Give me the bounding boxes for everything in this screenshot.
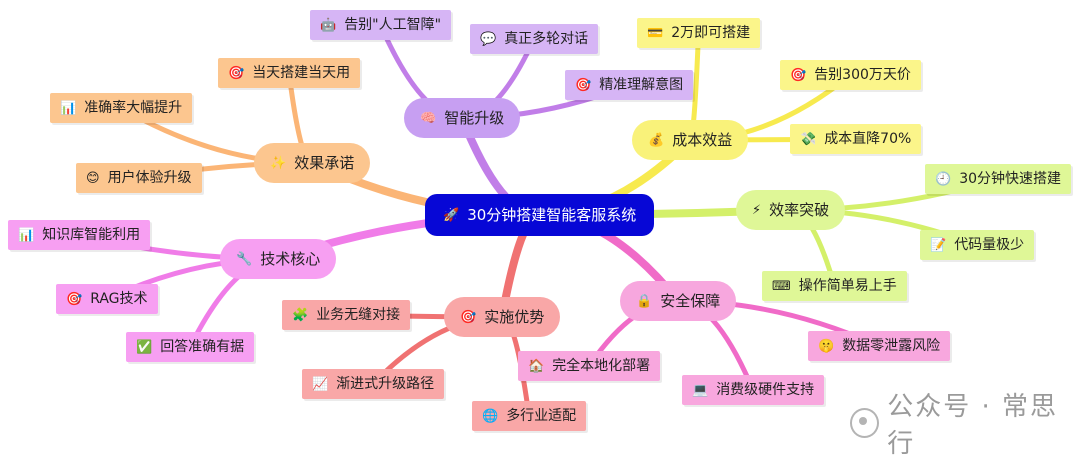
- leaf-multi-industry[interactable]: 🌐 多行业适配: [472, 401, 587, 431]
- leaf-label: 业务无缝对接: [316, 307, 401, 323]
- leaf-multi-turn-dialog[interactable]: 💬 真正多轮对话: [470, 24, 599, 54]
- leaf-zero-data-leak[interactable]: 🤫 数据零泄露风险: [808, 331, 951, 361]
- watermark-label: 公众号 · 常思行: [887, 392, 1059, 459]
- puzzle-icon: 🧩: [292, 307, 309, 323]
- leaf-label: 多行业适配: [506, 408, 577, 424]
- bar-chart-icon: 📊: [60, 100, 77, 116]
- target-icon: 🎯: [66, 291, 83, 307]
- memo-icon: 📝: [930, 237, 947, 253]
- star-icon: ✨: [270, 155, 287, 171]
- brain-icon: 🧠: [420, 110, 437, 126]
- keyboard-icon: ⌨: [772, 278, 791, 294]
- leaf-label: 操作简单易上手: [798, 278, 897, 294]
- branch-cost-benefit[interactable]: 💰 成本效益: [632, 120, 749, 160]
- bar-chart-icon: 📊: [18, 227, 35, 243]
- leaf-intent-understanding[interactable]: 🎯 精准理解意图: [565, 70, 694, 100]
- clock-icon: 🕘: [935, 171, 952, 187]
- leaf-label: 代码量极少: [954, 237, 1025, 253]
- leaf-cost-down-70[interactable]: 💸 成本直降70%: [790, 124, 922, 154]
- wechat-official-icon: [850, 408, 880, 438]
- branch-label: 效率突破: [769, 200, 830, 219]
- rocket-icon: 🚀: [443, 207, 460, 223]
- target-icon: 🎯: [575, 77, 592, 93]
- target-icon: 🎯: [790, 67, 807, 83]
- leaf-local-deployment[interactable]: 🏠 完全本地化部署: [518, 351, 661, 381]
- leaf-label: 告别"人工智障": [344, 17, 442, 33]
- speech-bubble-icon: 💬: [480, 31, 497, 47]
- card-icon: 💳: [647, 25, 664, 41]
- branch-implementation-advantage[interactable]: 🎯 实施优势: [444, 297, 561, 337]
- branch-effect-promise[interactable]: ✨ 效果承诺: [254, 143, 371, 183]
- leaf-label: 30分钟快速搭建: [959, 171, 1062, 187]
- branch-label: 技术核心: [260, 249, 321, 268]
- branch-security-guarantee[interactable]: 🔒 安全保障: [620, 281, 737, 321]
- robot-icon: 🤖: [320, 17, 337, 33]
- chart-up-icon: 📈: [312, 376, 329, 392]
- branch-label: 成本效益: [672, 130, 733, 149]
- leaf-label: RAG技术: [90, 291, 148, 307]
- leaf-label: 2万即可搭建: [671, 25, 751, 41]
- branch-intelligent-upgrade[interactable]: 🧠 智能升级: [404, 98, 521, 138]
- house-icon: 🏠: [528, 358, 545, 374]
- leaf-label: 用户体验升级: [107, 170, 192, 186]
- branch-label: 安全保障: [660, 291, 721, 310]
- money-bag-icon: 💰: [648, 132, 665, 148]
- central-topic[interactable]: 🚀 30分钟搭建智能客服系统: [425, 194, 655, 236]
- leaf-easy-operation[interactable]: ⌨ 操作简单易上手: [762, 271, 907, 301]
- branch-efficiency-breakthrough[interactable]: ⚡ 效率突破: [736, 190, 846, 230]
- shush-face-icon: 🤫: [818, 338, 835, 354]
- leaf-accuracy-boost[interactable]: 📊 准确率大幅提升: [50, 93, 193, 123]
- wrench-icon: 🔧: [236, 251, 253, 267]
- check-box-icon: ✅: [136, 339, 153, 355]
- leaf-seamless-integration[interactable]: 🧩 业务无缝对接: [282, 300, 411, 330]
- leaf-label: 完全本地化部署: [552, 358, 651, 374]
- leaf-20k-build[interactable]: 💳 2万即可搭建: [637, 18, 761, 48]
- leaf-accurate-answers[interactable]: ✅ 回答准确有据: [126, 332, 255, 362]
- leaf-consumer-hardware[interactable]: 💻 消费级硬件支持: [682, 375, 825, 405]
- money-wings-icon: 💸: [800, 131, 817, 147]
- smile-icon: 😊: [86, 170, 100, 186]
- leaf-minimal-code[interactable]: 📝 代码量极少: [920, 230, 1035, 260]
- target-icon: 🎯: [460, 309, 477, 325]
- leaf-farewell-high-price[interactable]: 🎯 告别300万天价: [780, 60, 921, 90]
- lightning-icon: ⚡: [752, 202, 762, 218]
- leaf-ux-upgrade[interactable]: 😊 用户体验升级: [76, 163, 202, 193]
- leaf-label: 当天搭建当天用: [252, 65, 351, 81]
- leaf-label: 精准理解意图: [599, 77, 684, 93]
- leaf-farewell-ai[interactable]: 🤖 告别"人工智障": [310, 10, 452, 40]
- leaf-label: 告别300万天价: [814, 67, 911, 83]
- lock-icon: 🔒: [636, 293, 653, 309]
- branch-label: 智能升级: [444, 108, 505, 127]
- watermark: 公众号 · 常思行: [850, 386, 1080, 460]
- leaf-knowledge-base[interactable]: 📊 知识库智能利用: [8, 220, 151, 250]
- branch-tech-core[interactable]: 🔧 技术核心: [220, 239, 337, 279]
- leaf-same-day-use[interactable]: 🎯 当天搭建当天用: [218, 58, 361, 88]
- computer-icon: 💻: [692, 382, 709, 398]
- leaf-label: 知识库智能利用: [42, 227, 141, 243]
- leaf-label: 成本直降70%: [824, 131, 912, 147]
- leaf-progressive-upgrade[interactable]: 📈 渐进式升级路径: [302, 369, 445, 399]
- leaf-label: 准确率大幅提升: [84, 100, 183, 116]
- globe-icon: 🌐: [482, 408, 499, 424]
- leaf-label: 数据零泄露风险: [842, 338, 941, 354]
- leaf-rag-tech[interactable]: 🎯 RAG技术: [56, 284, 158, 314]
- leaf-30min-build[interactable]: 🕘 30分钟快速搭建: [925, 164, 1072, 194]
- leaf-label: 渐进式升级路径: [336, 376, 435, 392]
- target-icon: 🎯: [228, 65, 245, 81]
- leaf-label: 消费级硬件支持: [716, 382, 815, 398]
- branch-label: 效果承诺: [294, 153, 355, 172]
- leaf-label: 回答准确有据: [160, 339, 245, 355]
- branch-label: 实施优势: [484, 307, 545, 326]
- central-topic-label: 30分钟搭建智能客服系统: [467, 205, 637, 224]
- leaf-label: 真正多轮对话: [504, 31, 589, 47]
